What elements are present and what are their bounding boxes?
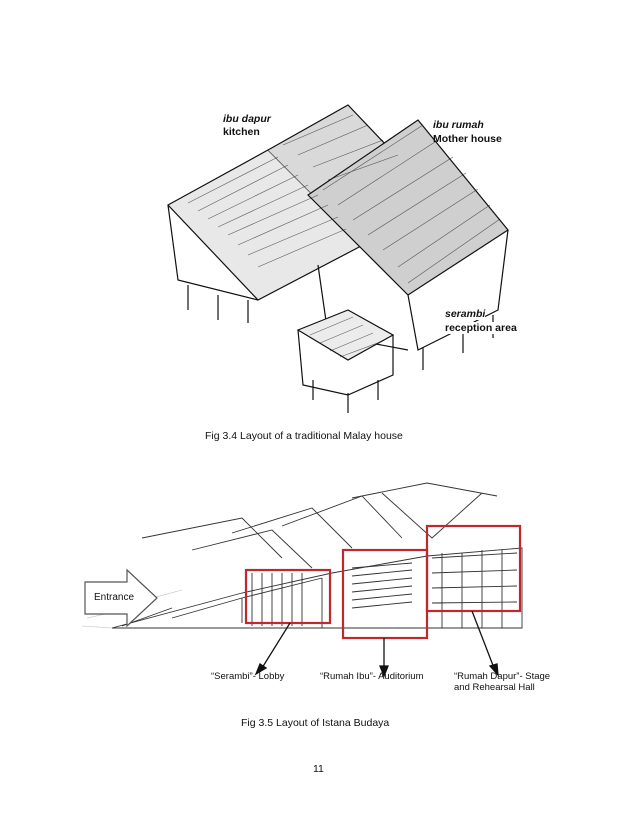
label-stage-line2: and Rehearsal Hall xyxy=(454,682,535,693)
label-stage-line1: “Rumah Dapur”- Stage xyxy=(454,671,551,682)
figure-3-5-caption: Fig 3.5 Layout of Istana Budaya xyxy=(241,717,390,729)
istana-budaya-section: Entrance “Serambi”- Lobby “Rumah Ibu”- A… xyxy=(81,478,551,684)
label-serambi: serambi xyxy=(445,308,486,320)
entrance-label: Entrance xyxy=(94,592,135,603)
istana-budaya-drawing xyxy=(81,482,523,678)
entrance-arrow xyxy=(84,568,158,628)
label-reception-area: reception area xyxy=(445,322,517,334)
page-number: 11 xyxy=(313,763,324,775)
label-ibu-rumah: ibu rumah xyxy=(433,119,484,131)
label-lobby: “Serambi”- Lobby xyxy=(211,671,285,682)
label-auditorium: “Rumah Ibu”- Auditorium xyxy=(320,671,424,682)
highlight-boxes xyxy=(244,524,522,640)
malay-house-sketch: ibu dapur kitchen ibu rumah Mother house… xyxy=(118,95,518,415)
label-kitchen: kitchen xyxy=(223,126,260,138)
malay-house-drawing xyxy=(167,104,509,413)
label-mother-house: Mother house xyxy=(433,133,502,145)
label-ibu-dapur: ibu dapur xyxy=(223,113,271,125)
figure-3-4-caption: Fig 3.4 Layout of a traditional Malay ho… xyxy=(205,430,403,442)
